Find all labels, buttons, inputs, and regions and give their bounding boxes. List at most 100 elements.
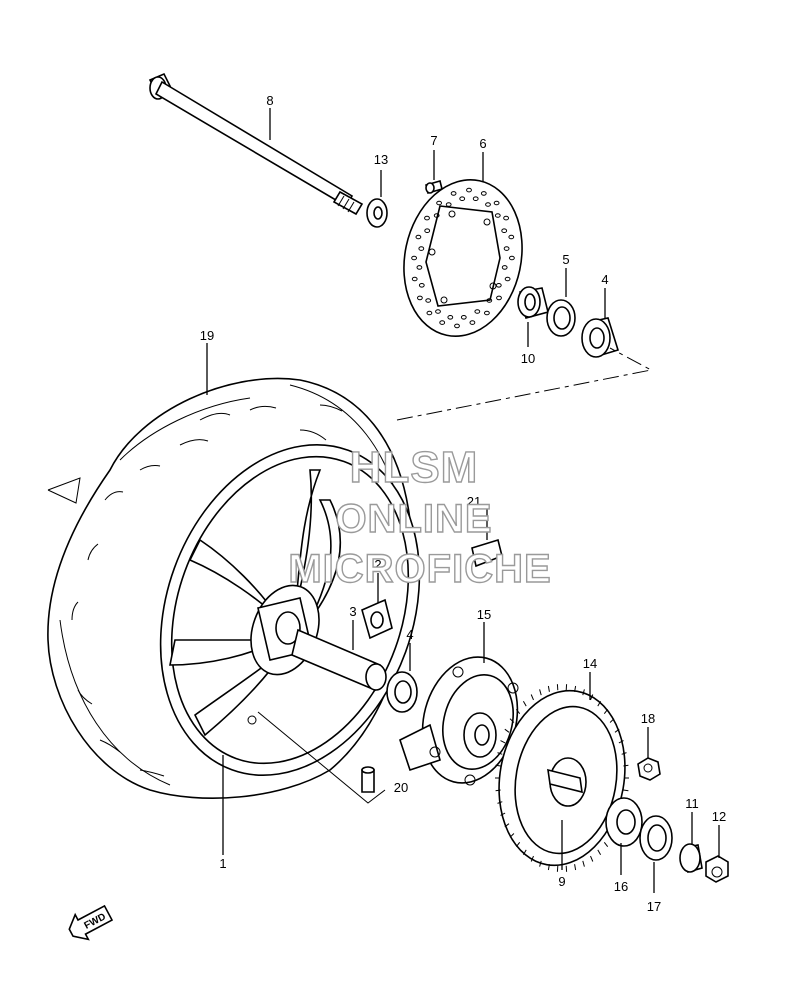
- watermark-line-2: ONLINE: [335, 497, 492, 541]
- disc-hole: [425, 298, 432, 303]
- sprocket-teeth: [495, 684, 629, 872]
- sprocket-tooth: [509, 833, 515, 838]
- sprocket-tooth: [500, 812, 506, 816]
- disc-hole: [436, 200, 443, 206]
- callout-7: 7: [430, 133, 437, 148]
- callout-11: 11: [685, 796, 699, 811]
- sprocket-tooth: [530, 694, 534, 701]
- disc-hole: [485, 202, 491, 207]
- sprocket-tooth: [603, 708, 609, 715]
- spacer-part[interactable]: [517, 286, 549, 319]
- sprocket-tooth: [504, 728, 510, 733]
- sprocket-tooth: [590, 855, 594, 862]
- sprocket-tooth: [582, 689, 585, 696]
- disc-hole: [411, 255, 418, 261]
- disc-hole: [460, 315, 467, 320]
- sprocket-tooth: [597, 700, 602, 707]
- disc-hole: [495, 283, 502, 288]
- disc-hole: [424, 228, 431, 233]
- sprocket-tooth: [504, 823, 510, 828]
- sprocket-tooth: [614, 728, 620, 733]
- disc-hole: [474, 309, 481, 314]
- disc-hole: [424, 215, 430, 221]
- disc-hole: [411, 276, 418, 282]
- disc-hole: [501, 265, 508, 270]
- hub-spacer-part[interactable]: [291, 628, 387, 692]
- disc-hole: [439, 320, 446, 325]
- sprocket-tooth: [590, 694, 594, 701]
- sprocket-tooth: [603, 841, 609, 848]
- sprocket-drum-part[interactable]: [399, 646, 531, 793]
- spacer-11-part[interactable]: [679, 843, 703, 874]
- sprocket-tooth: [547, 685, 550, 692]
- sprocket-tooth: [618, 740, 624, 744]
- sprocket-part[interactable]: [486, 681, 639, 876]
- disc-hole: [509, 255, 515, 261]
- axle-nut-part[interactable]: [705, 855, 729, 883]
- sprocket-tooth: [621, 752, 627, 755]
- axle-part[interactable]: [148, 72, 364, 216]
- damper-part[interactable]: [361, 598, 393, 640]
- disc-hole: [447, 315, 454, 320]
- disc-holes: [411, 187, 515, 329]
- callout-1: 1: [219, 856, 226, 871]
- callout-20: 20: [394, 780, 408, 795]
- disc-hole: [496, 295, 502, 301]
- callout-15: 15: [477, 607, 491, 622]
- bearing-upper-part[interactable]: [581, 317, 620, 358]
- sprocket-tooth: [497, 752, 503, 755]
- callout-6: 6: [479, 136, 486, 151]
- disc-hole: [486, 298, 493, 303]
- disc-hole: [472, 196, 479, 201]
- alignment-lines: [47, 347, 653, 504]
- sprocket-tooth: [539, 689, 542, 696]
- washer-part[interactable]: [366, 198, 388, 228]
- sprocket-tooth: [623, 764, 629, 767]
- disc-hole: [418, 246, 425, 251]
- sprocket-tooth: [582, 860, 585, 867]
- sprocket-tooth: [597, 849, 602, 856]
- callout-5: 5: [562, 252, 569, 267]
- disc-hole: [417, 295, 423, 301]
- bearing-lower-part[interactable]: [386, 671, 418, 713]
- brake-disc-part[interactable]: [390, 169, 536, 348]
- sprocket-tooth: [495, 764, 501, 767]
- disc-hole: [494, 213, 501, 218]
- disc-hole: [484, 310, 490, 316]
- disc-hole: [503, 215, 510, 221]
- watermark-line-3: MICROFICHE: [288, 547, 551, 591]
- disc-hole: [466, 187, 472, 193]
- disc-hole: [454, 323, 460, 329]
- sprocket-tooth: [574, 864, 577, 871]
- disc-hole: [503, 246, 510, 251]
- watermark: HLSM ONLINE MICROFICHE: [288, 442, 552, 591]
- disc-hole: [508, 234, 515, 240]
- oil-seal-17-part[interactable]: [639, 815, 673, 861]
- sprocket-tooth: [522, 849, 527, 856]
- sprocket-tooth: [574, 685, 577, 692]
- disc-hole: [504, 276, 511, 282]
- sprocket-tooth: [495, 789, 501, 792]
- disc-hole: [469, 320, 476, 325]
- callout-4-lower: 4: [406, 627, 413, 642]
- wheel-part[interactable]: [116, 408, 463, 812]
- sprocket-nut-part[interactable]: [637, 757, 661, 781]
- watermark-line-1: HLSM: [350, 443, 479, 492]
- disc-hole: [426, 310, 433, 316]
- disc-hole: [459, 196, 466, 201]
- callout-2: 2: [374, 557, 381, 572]
- callout-8: 8: [266, 93, 273, 108]
- callout-13: 13: [374, 152, 388, 167]
- sprocket-tooth: [500, 740, 506, 744]
- bearing-16-part[interactable]: [605, 797, 643, 847]
- callout-12: 12: [712, 809, 726, 824]
- callout-19: 19: [200, 328, 214, 343]
- disc-hole: [433, 213, 440, 218]
- disc-hole: [450, 191, 457, 196]
- retainer-part[interactable]: [471, 538, 503, 568]
- disc-hole: [445, 202, 452, 207]
- oil-seal-part[interactable]: [546, 299, 576, 337]
- valve-part[interactable]: [361, 766, 375, 793]
- disc-hole: [418, 283, 425, 288]
